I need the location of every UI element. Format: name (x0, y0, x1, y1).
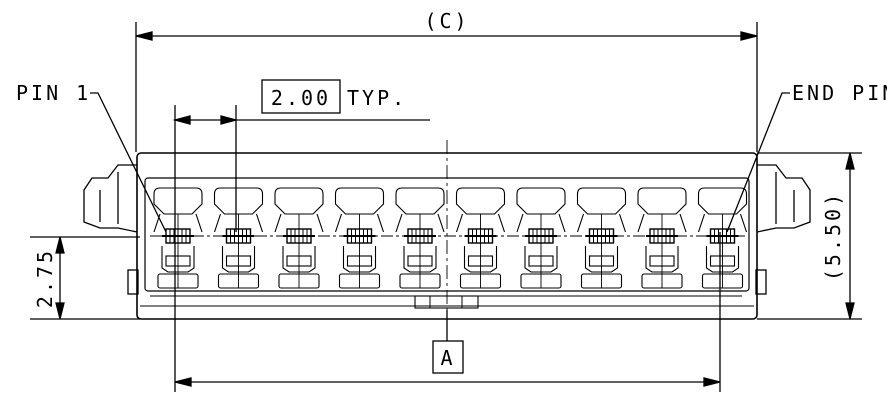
pitch-arrow-left (172, 115, 191, 125)
pitch-arrow-right (220, 115, 239, 125)
pin-cell (455, 187, 506, 289)
end-pin-leader (726, 92, 790, 233)
pin-cell (395, 187, 445, 289)
end-pin-label: END PIN (792, 81, 887, 105)
overall-width-label: (C) (424, 9, 469, 33)
pin1-label: PIN 1 (16, 81, 91, 105)
pin-cell (516, 187, 566, 289)
height-arrow-top (845, 152, 855, 170)
pin-height-arrow-top (55, 236, 65, 254)
left-latch (83, 164, 139, 295)
right-latch (755, 164, 811, 295)
dim-c-arrow-right (740, 31, 758, 41)
datum-label: A (440, 346, 455, 370)
pin-cell (697, 187, 748, 289)
height-total-label: (5.50) (821, 191, 845, 281)
dim-a-arrow-left (174, 377, 192, 387)
pin-cell (213, 187, 264, 289)
pin-height-label: 2.75 (33, 248, 57, 308)
pin-cell (576, 187, 627, 289)
dim-c-arrow-left (135, 31, 153, 41)
pin-height-arrow-bottom (55, 302, 65, 320)
connector-body (136, 152, 758, 320)
pitch-value-label: 2.00 (271, 86, 331, 110)
dim-a-arrow-right (703, 377, 721, 387)
pin-cell (334, 187, 385, 289)
pin-array (150, 187, 748, 289)
pitch-suffix-label: TYP. (347, 86, 407, 110)
pin-cell (637, 187, 687, 289)
pin1-leader (90, 92, 167, 233)
pitch-value-box (261, 79, 341, 114)
datum-box (432, 340, 464, 374)
pin-cell (153, 187, 203, 289)
height-arrow-bottom (845, 302, 855, 320)
pin-cell (274, 187, 324, 289)
